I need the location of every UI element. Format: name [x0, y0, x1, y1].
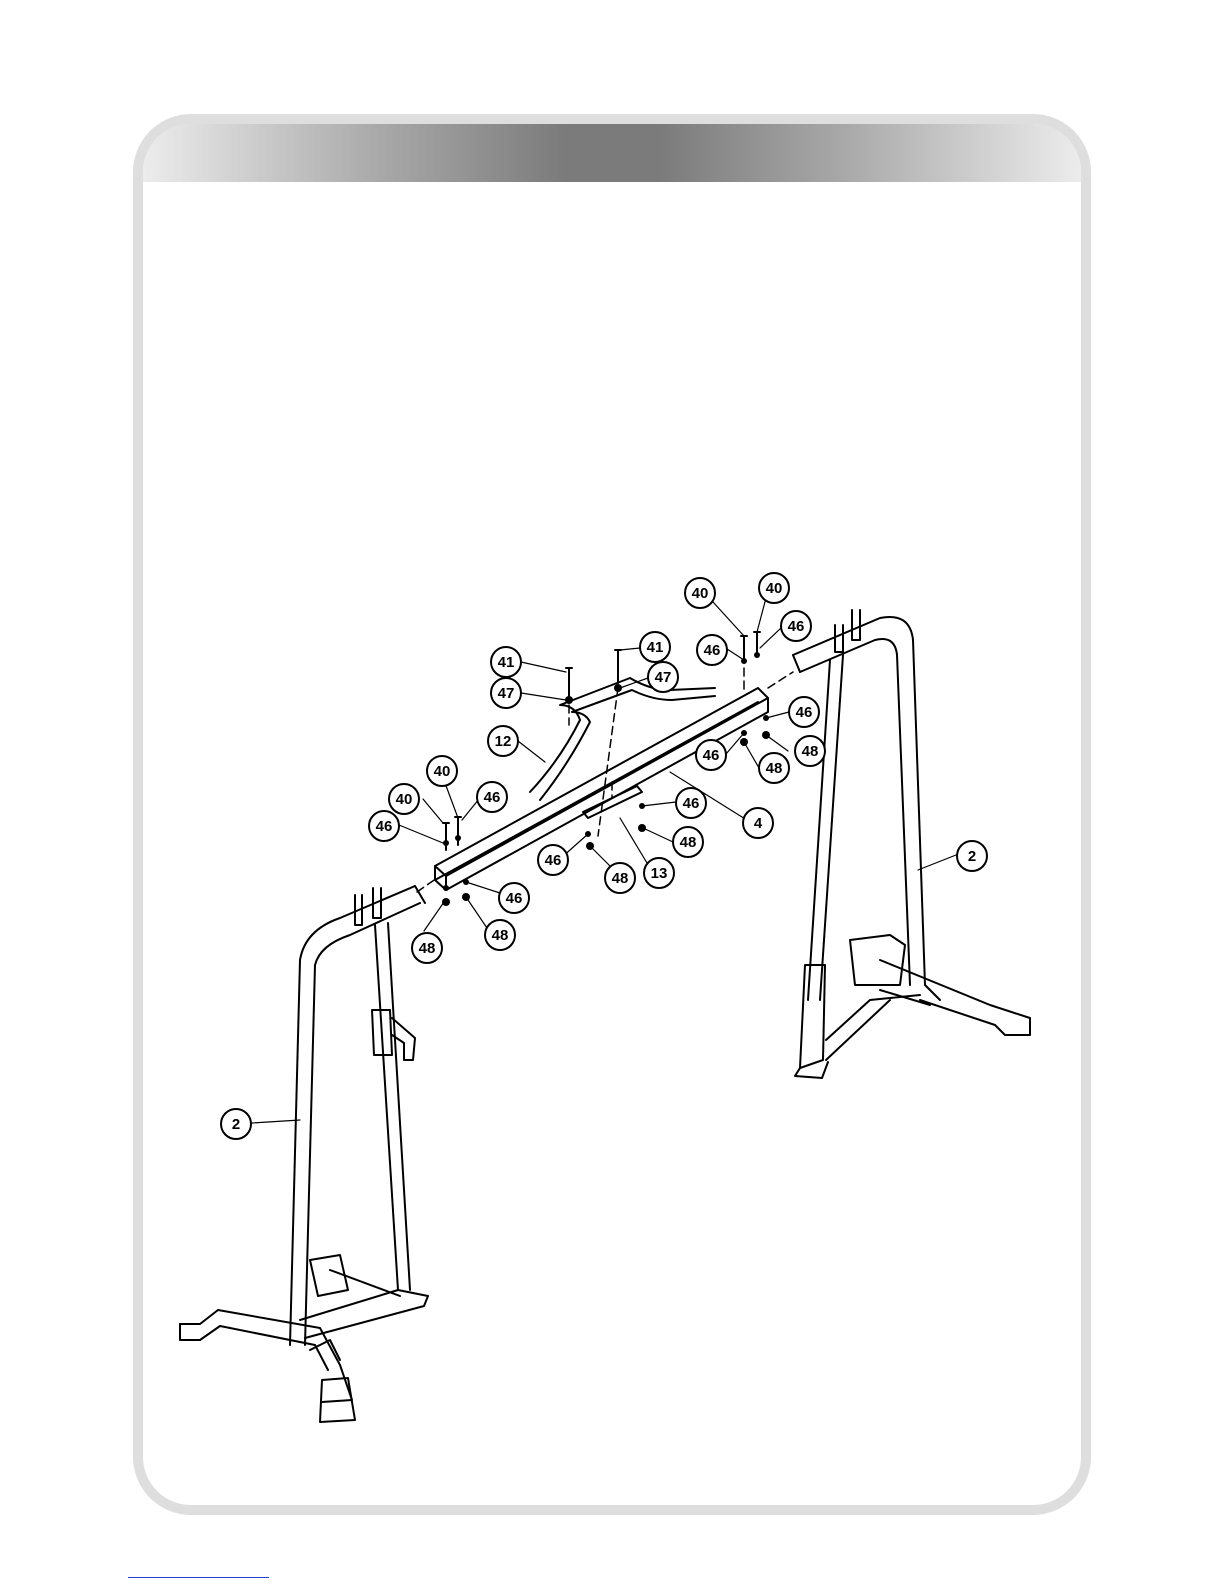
svg-text:48: 48: [766, 760, 783, 777]
svg-text:46: 46: [506, 890, 523, 907]
svg-text:46: 46: [376, 818, 393, 835]
callout-46: 46: [789, 697, 819, 727]
callout-46: 46: [676, 788, 706, 818]
callout-2: 2: [957, 841, 987, 871]
footer-rule: [128, 1577, 269, 1578]
svg-text:41: 41: [498, 654, 515, 671]
callout-40: 40: [427, 756, 457, 786]
callout-46: 46: [369, 811, 399, 841]
svg-text:40: 40: [434, 763, 451, 780]
svg-text:41: 41: [647, 639, 664, 656]
callout-12: 12: [488, 726, 518, 756]
callout-13: 13: [644, 858, 674, 888]
callout-46: 46: [696, 740, 726, 770]
svg-text:46: 46: [788, 618, 805, 635]
callouts: 40 40 46 41 46 41 47 47 46 12 46 48 48 4…: [221, 573, 987, 1139]
bent-handle-bar: [530, 678, 715, 800]
callout-48: 48: [485, 920, 515, 950]
svg-text:40: 40: [766, 580, 783, 597]
callout-48: 48: [673, 827, 703, 857]
callout-46: 46: [499, 883, 529, 913]
svg-text:46: 46: [796, 704, 813, 721]
svg-text:46: 46: [704, 642, 721, 659]
callout-48: 48: [795, 736, 825, 766]
callout-40: 40: [389, 784, 419, 814]
svg-text:48: 48: [612, 870, 629, 887]
callout-47: 47: [491, 678, 521, 708]
callout-41: 41: [491, 647, 521, 677]
callout-46: 46: [781, 611, 811, 641]
left-upright-frame: [180, 886, 428, 1422]
right-upright-frame: [793, 610, 1030, 1078]
callout-40: 40: [759, 573, 789, 603]
callout-46: 46: [538, 845, 568, 875]
leader-lines: [252, 598, 956, 1123]
callout-2: 2: [221, 1109, 251, 1139]
svg-text:40: 40: [692, 585, 709, 602]
svg-text:48: 48: [492, 927, 509, 944]
svg-text:46: 46: [545, 852, 562, 869]
callout-48: 48: [605, 863, 635, 893]
svg-text:46: 46: [484, 789, 501, 806]
svg-text:48: 48: [680, 834, 697, 851]
svg-text:12: 12: [495, 733, 512, 750]
callout-48: 48: [759, 753, 789, 783]
svg-text:2: 2: [968, 848, 976, 865]
svg-text:46: 46: [683, 795, 700, 812]
callout-48: 48: [412, 933, 442, 963]
svg-text:46: 46: [703, 747, 720, 764]
bracket-plate: [583, 786, 642, 818]
callout-46: 46: [697, 635, 727, 665]
svg-text:4: 4: [754, 815, 763, 832]
svg-text:47: 47: [655, 669, 672, 686]
svg-text:48: 48: [419, 940, 436, 957]
svg-text:13: 13: [651, 865, 668, 882]
svg-text:48: 48: [802, 743, 819, 760]
callout-40: 40: [685, 578, 715, 608]
svg-text:2: 2: [232, 1116, 240, 1133]
svg-text:47: 47: [498, 685, 515, 702]
callout-47: 47: [648, 662, 678, 692]
svg-text:40: 40: [396, 791, 413, 808]
callout-46: 46: [477, 782, 507, 812]
callout-4: 4: [743, 808, 773, 838]
callout-41: 41: [640, 632, 670, 662]
